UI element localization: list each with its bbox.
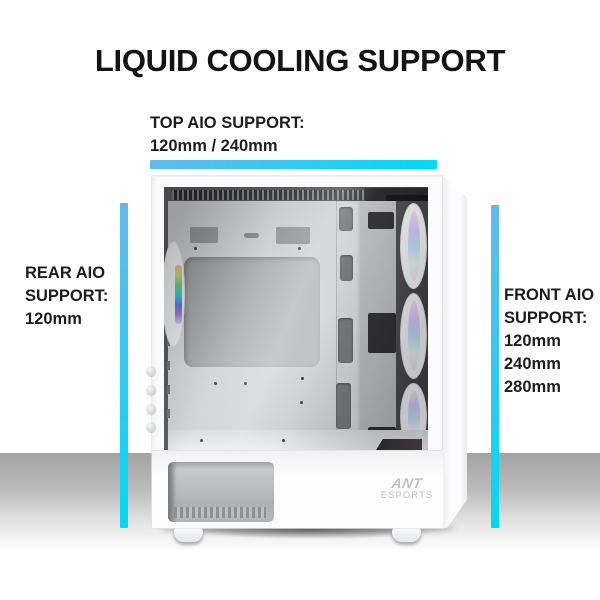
top-aio-annotation: TOP AIO SUPPORT: 120mm / 240mm: [150, 112, 305, 158]
brand-subtext: ESPORTS: [380, 490, 434, 501]
front-aio-annotation: FRONT AIO SUPPORT: 120mm 240mm 280mm: [504, 284, 594, 399]
cable-tie-slot: [167, 385, 170, 394]
thumbscrew: [146, 422, 156, 432]
top-fan-vent: [172, 190, 412, 200]
front-rgb-fan-2: [400, 293, 427, 379]
cable-grommet: [338, 318, 353, 363]
fan-blades: [408, 301, 420, 371]
front-rgb-fan-1: [400, 203, 427, 289]
front-aio-size-2: 240mm: [504, 355, 561, 373]
screw-dot: [194, 247, 197, 250]
screw-dot: [214, 382, 217, 385]
screw-dot: [200, 439, 203, 442]
tempered-glass-window: [164, 187, 428, 450]
psu-bay-edge: [168, 462, 176, 522]
pc-case-side-panel: ANT ESPORTS: [152, 176, 443, 528]
thumbscrew: [146, 385, 156, 395]
shroud-dark-wedge: [376, 439, 422, 450]
front-dimension-bar: [491, 205, 499, 528]
cable-slot-oval: [244, 233, 259, 238]
cable-grommet: [340, 255, 353, 281]
ant-esports-logo: ANT ESPORTS: [377, 475, 437, 501]
fan-blades: [408, 211, 420, 281]
case-foot-right: [392, 526, 421, 542]
rail-cutout: [368, 212, 394, 229]
tray-main-opening: [184, 257, 320, 367]
front-aio-size-1: 120mm: [504, 332, 561, 350]
front-aio-label-line1: FRONT AIO: [504, 286, 595, 304]
cable-grommet: [339, 207, 353, 231]
screw-dot: [298, 247, 301, 250]
top-aio-label: TOP AIO SUPPORT:: [150, 114, 305, 132]
psu-bay-vent: [174, 507, 266, 518]
rear-dimension-bar: [120, 203, 128, 528]
rear-aio-annotation: REAR AIO SUPPORT: 120mm: [25, 262, 108, 331]
front-aio-size-3: 280mm: [504, 378, 561, 396]
page-title: LIQUID COOLING SUPPORT: [94, 43, 506, 78]
case-shadow-core: [160, 524, 455, 533]
rail-cutout: [368, 313, 396, 353]
cable-cutout-left: [190, 227, 218, 243]
cable-grommet: [336, 383, 351, 429]
psu-bay-window: [168, 462, 274, 522]
rgb-light-strip: [175, 265, 182, 324]
rear-rgb-fan: [164, 241, 185, 347]
top-aio-value: 120mm / 240mm: [150, 137, 278, 155]
rear-aio-label-line2: SUPPORT:: [25, 287, 109, 305]
screw-dot: [282, 439, 285, 442]
rear-aio-size: 120mm: [25, 310, 82, 328]
thumbscrew: [146, 404, 156, 414]
thumbscrew: [146, 366, 156, 376]
screw-dot: [244, 382, 247, 385]
cable-tie-slot: [167, 409, 170, 418]
screw-dot: [300, 401, 303, 404]
top-dimension-bar: [150, 160, 437, 169]
case-foot-left: [174, 526, 203, 542]
screw-dot: [301, 377, 304, 380]
brand-mark: ANT: [390, 475, 424, 491]
pc-case-front-panel: [443, 176, 467, 528]
front-aio-label-line2: SUPPORT:: [504, 309, 588, 327]
shroud-top-shelf: [168, 430, 428, 450]
fan-blades: [408, 391, 420, 442]
cable-tie-slot: [167, 361, 170, 370]
rear-aio-label-line1: REAR AIO: [25, 264, 106, 282]
cable-cutout-right: [276, 227, 310, 244]
